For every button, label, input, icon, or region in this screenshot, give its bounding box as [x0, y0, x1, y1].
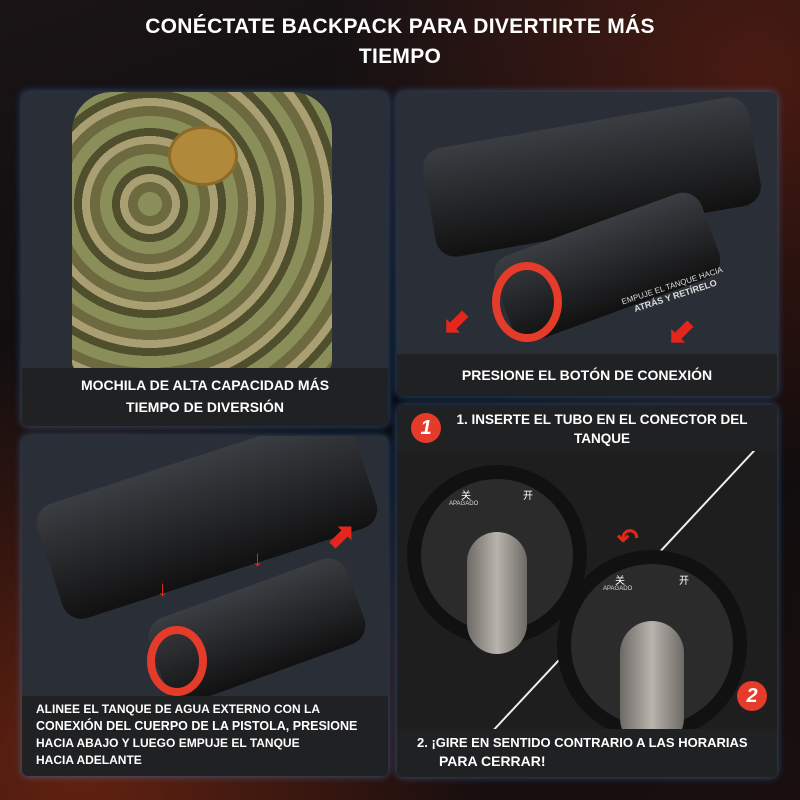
- arrow-icon: ⬈: [327, 517, 356, 555]
- align-caption: ALINEE EL TANQUE DE AGUA EXTERNO CON LA …: [22, 696, 388, 776]
- step2-caption: 2. ¡GIRE EN SENTIDO CONTRARIO A LAS HORA…: [397, 729, 777, 777]
- tube-image: [466, 532, 528, 654]
- dial-off-label: 关: [615, 576, 625, 587]
- button-panel: ⬋ ⬋ EMPUJE EL TANQUE HACIA ATRÁS Y RETÍR…: [397, 92, 777, 396]
- caption-line: CONEXIÓN DEL CUERPO DE LA PISTOLA, PRESI…: [36, 719, 358, 733]
- caption-line: TIEMPO DE DIVERSIÓN: [126, 399, 284, 415]
- caption-line: 2. ¡GIRE EN SENTIDO CONTRARIO A LAS HORA…: [417, 735, 748, 750]
- button-caption: PRESIONE EL BOTÓN DE CONEXIÓN: [397, 354, 777, 396]
- backpack-panel: MOCHILA DE ALTA CAPACIDAD MÁS TIEMPO DE …: [22, 92, 388, 426]
- arrow-icon: ⬋: [442, 303, 471, 341]
- arrow-icon: ↓: [157, 576, 168, 601]
- caption-line: HACIA ADELANTE: [36, 753, 142, 767]
- dial-off-text: APAGADO: [449, 501, 479, 507]
- caption-line: ALINEE EL TANQUE DE AGUA EXTERNO CON LA: [36, 702, 321, 716]
- align-panel: ⬈ ↓ ↓ ALINEE EL TANQUE DE AGUA EXTERNO C…: [22, 436, 388, 776]
- dial-on-label: 开: [679, 576, 689, 587]
- step1-header: 1. INSERTE EL TUBO EN EL CONECTOR DEL TA…: [397, 405, 777, 451]
- red-ring: [492, 262, 562, 342]
- page-title: CONÉCTATE BACKPACK PARA DIVERTIRTE MÁS T…: [145, 15, 655, 68]
- red-ring: [147, 626, 207, 696]
- steps-panel: 关 APAGADO 开 关 APAGADO 开 ↶ 1. INSERTE EL …: [397, 405, 777, 777]
- step2-badge: 2: [737, 681, 767, 711]
- arrow-icon: ↓: [252, 546, 263, 571]
- caption-line: PARA CERRAR!: [439, 753, 546, 769]
- dial-on-label: 开: [523, 491, 533, 502]
- backpack-cap: [168, 126, 238, 186]
- dial-off-label: 关: [461, 491, 471, 502]
- step1-badge: 1: [411, 413, 441, 443]
- backpack-caption: MOCHILA DE ALTA CAPACIDAD MÁS TIEMPO DE …: [22, 368, 388, 426]
- caption-line: MOCHILA DE ALTA CAPACIDAD MÁS: [80, 377, 330, 393]
- rotate-arrow-icon: ↶: [617, 523, 639, 553]
- dial-off-text: APAGADO: [603, 586, 633, 592]
- dial-step2: 关 APAGADO 开: [557, 550, 747, 751]
- caption-line: HACIA ABAJO Y LUEGO EMPUJE EL TANQUE: [36, 736, 300, 750]
- tube-image: [619, 620, 685, 751]
- arrow-icon: ⬋: [667, 313, 696, 351]
